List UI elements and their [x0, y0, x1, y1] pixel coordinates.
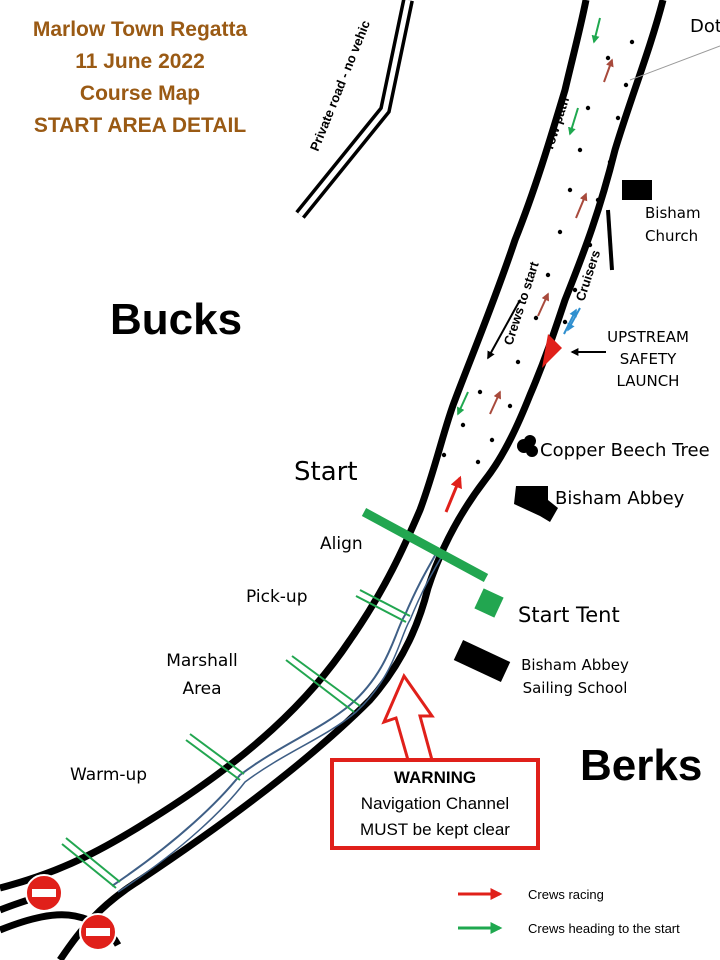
safety-label-1: UPSTREAM: [607, 328, 689, 346]
abbey-building-icon: [514, 486, 558, 522]
crews-to-start-arrow: [487, 299, 521, 360]
private-road: [295, 0, 414, 219]
start-arrows: [457, 17, 601, 416]
abbey-label: Bisham Abbey: [555, 488, 685, 509]
safety-label-3: LAUNCH: [617, 372, 680, 390]
marshall-label-1: Marshall: [166, 651, 238, 671]
warning-arrow-icon: [381, 672, 435, 762]
pickup-label: Pick-up: [246, 587, 308, 607]
start-tent-label: Start Tent: [518, 603, 620, 627]
marshall-line: [285, 655, 361, 713]
no-entry-icon: [79, 913, 117, 951]
start-label: Start: [294, 457, 358, 487]
church-building-icon: [622, 180, 652, 200]
region-bucks: Bucks: [110, 295, 242, 344]
sailing-school-label-2: Sailing School: [523, 679, 628, 697]
dot-pointer-line: [629, 45, 720, 81]
warmup-line: [185, 733, 245, 781]
warning-heading: WARNING: [394, 768, 476, 787]
lane-markers: [441, 39, 635, 465]
warning-box: [330, 758, 540, 850]
title-line-4: START AREA DETAIL: [34, 114, 246, 137]
sailing-school-building-icon: [453, 640, 511, 682]
navigation-channel: [111, 549, 439, 887]
tree-icon: [517, 435, 538, 457]
dot-label: Dot: [690, 16, 720, 37]
safety-launch-icon: [542, 334, 562, 368]
title-line-3: Course Map: [80, 82, 200, 105]
warmup-label: Warm-up: [70, 765, 147, 785]
navigation-channel-edge: [117, 555, 443, 893]
downstream-line: [61, 837, 121, 889]
title-line-2: 11 June 2022: [75, 50, 205, 73]
church-label-2: Church: [645, 227, 698, 245]
safety-label-2: SAFETY: [620, 350, 677, 368]
region-berks: Berks: [580, 741, 702, 790]
warning-line-1: Navigation Channel: [361, 794, 509, 813]
legend-racing-label: Crews racing: [528, 887, 604, 902]
legend-start-label: Crews heading to the start: [528, 921, 680, 936]
align-label: Align: [320, 534, 363, 554]
sailing-school-label-1: Bisham Abbey: [521, 656, 629, 674]
warning-line-2: MUST be kept clear: [360, 820, 510, 839]
racing-arrows: [444, 58, 614, 513]
tow-path-label: Tow path: [541, 95, 573, 153]
title-line-1: Marlow Town Regatta: [33, 18, 248, 41]
align-line: [361, 508, 489, 582]
tent-icon: [474, 588, 504, 618]
no-entry-icon: [25, 874, 63, 912]
cruiser-arrows: [563, 307, 581, 335]
tree-label: Copper Beech Tree: [540, 440, 710, 461]
church-label-1: Bisham: [645, 204, 701, 222]
pickup-line: [355, 589, 411, 623]
marshall-label-2: Area: [182, 679, 221, 699]
